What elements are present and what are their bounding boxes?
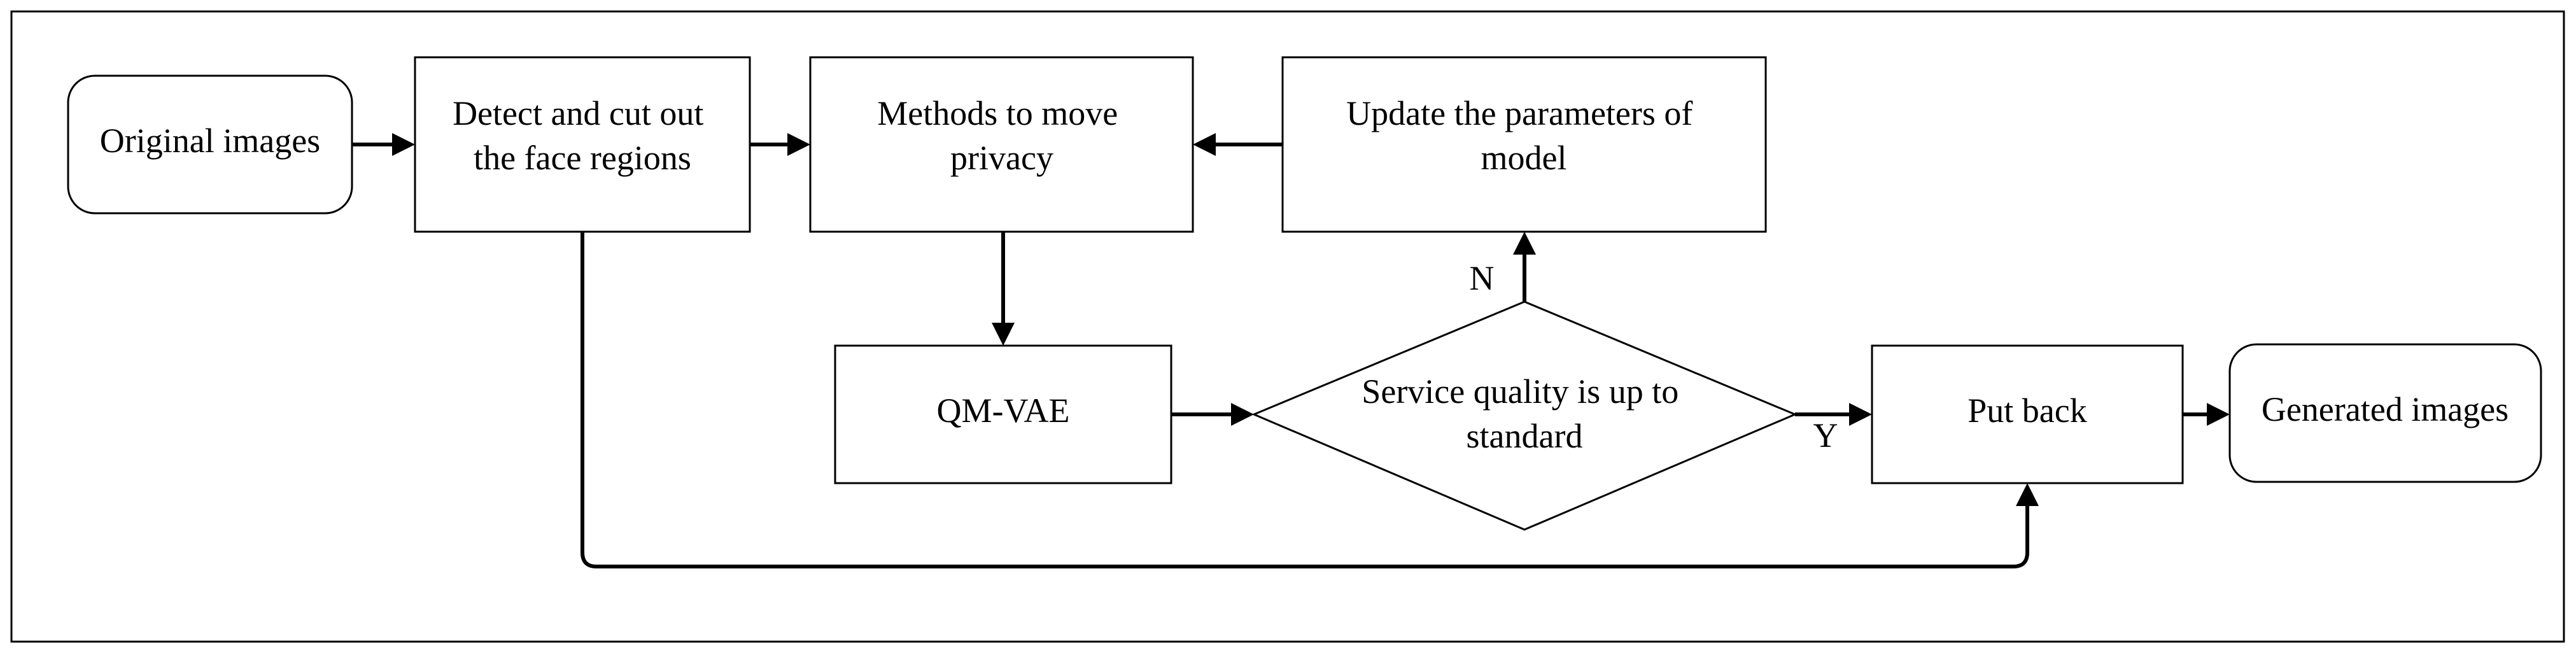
edge-label-no: N [1470,259,1495,297]
node-generated-images-line-1: Generated images [2262,390,2509,428]
node-put-back-line-1: Put back [1967,391,2087,430]
node-qm-vae: QM-VAE [834,344,1172,484]
node-methods-privacy-line-1: Methods to move [877,94,1118,132]
node-detect-cut-label: Detect and cut out the face regions [453,94,712,177]
node-original-images-line-1: Original images [100,122,320,160]
edge-update-to-methods [1193,133,1283,156]
node-methods-privacy-label: Methods to move privacy [877,94,1126,177]
node-service-quality-line-1: Service quality is up to [1362,372,1679,411]
node-detect-cut-line-1: Detect and cut out [453,94,703,132]
edge-methods-to-qmvae [992,232,1015,346]
edge-label-yes: Y [1813,416,1838,454]
node-qm-vae-label: QM-VAE [936,391,1069,430]
node-update-params-label: Update the parameters of model [1346,94,1701,177]
node-qm-vae-line-1: QM-VAE [936,391,1069,430]
edge-decision-to-update [1513,232,1536,302]
edge-decision-to-putback [1795,403,1872,426]
edge-putback-to-generated [2183,403,2230,426]
outer-frame [10,10,2565,643]
node-service-quality: Service quality is up to standard [1251,300,1798,531]
edge-detect-to-methods [750,133,810,156]
node-original-images: Original images [67,74,353,215]
node-put-back: Put back [1871,344,2184,484]
node-detect-cut: Detect and cut out the face regions [414,56,751,233]
node-update-params-line-1: Update the parameters of [1346,94,1693,132]
node-update-params-line-2: model [1481,139,1567,177]
edge-qmvae-to-decision [1171,403,1254,426]
node-methods-privacy: Methods to move privacy [809,56,1194,233]
node-service-quality-line-2: standard [1467,417,1583,455]
node-service-quality-label: Service quality is up to standard [1362,372,1687,455]
node-update-params: Update the parameters of model [1281,56,1767,233]
edge-detect-to-putback-bypass [581,232,2039,568]
node-generated-images-label: Generated images [2262,390,2509,428]
node-original-images-label: Original images [100,122,320,160]
node-put-back-label: Put back [1967,391,2087,430]
node-detect-cut-line-2: the face regions [474,139,691,177]
edge-original-to-detect [352,133,415,156]
node-methods-privacy-line-2: privacy [950,139,1053,177]
node-generated-images: Generated images [2228,343,2542,483]
